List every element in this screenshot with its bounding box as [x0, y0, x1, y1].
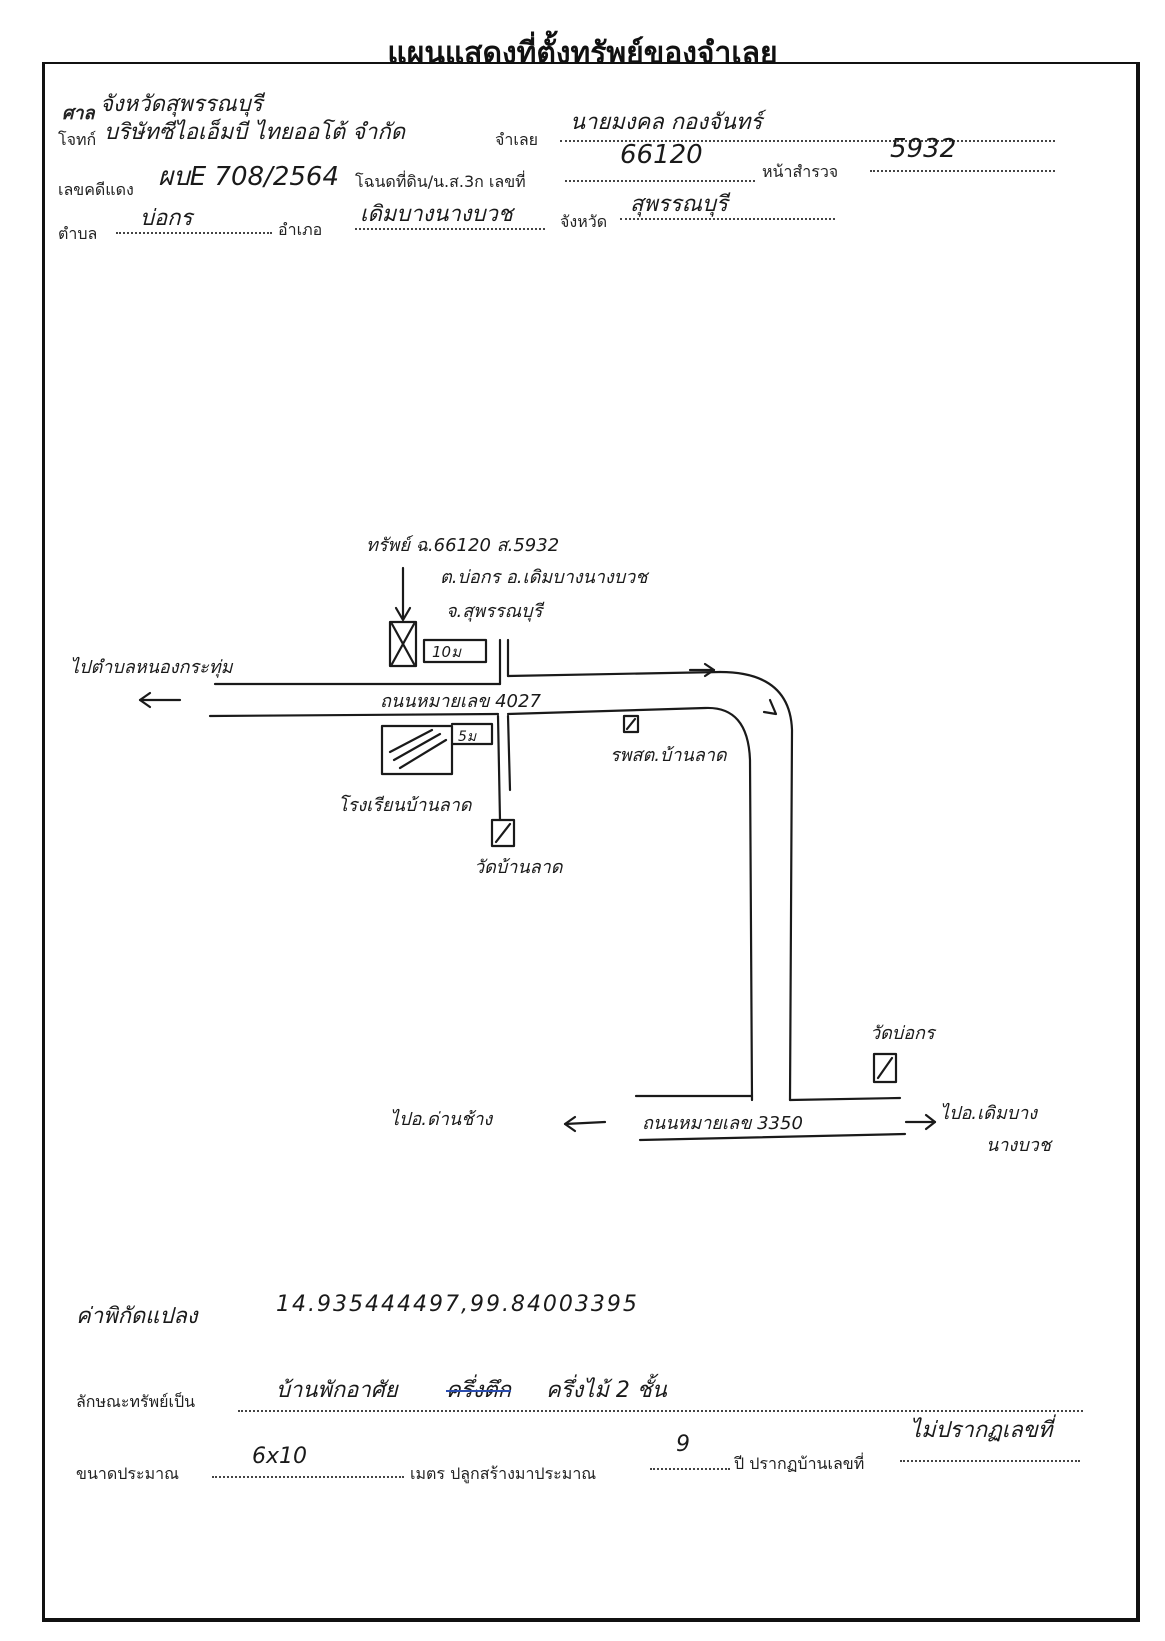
- arrow-left-bottom-line: [563, 1120, 607, 1126]
- property-type-struck: ครึ่งตึก: [446, 1378, 511, 1403]
- to-doem-bang-label-2: นางบวช: [986, 1135, 1051, 1156]
- property-type-dots: [238, 1410, 1083, 1412]
- school-building: [380, 724, 454, 776]
- property-note-line1: ทรัพย์ ฉ.66120 ส.5932: [366, 535, 560, 556]
- school-label: โรงเรียนบ้านลาด: [338, 795, 472, 816]
- house-no-value: ไม่ปรากฏเลขที่: [910, 1418, 1053, 1443]
- road-4027-bottom-left-edge: [208, 712, 500, 718]
- page-title: แผนแสดงที่ตั้งทรัพย์ของจำเลย: [387, 36, 778, 71]
- size-dots: [212, 1476, 404, 1478]
- to-left-top-label: ไปตำบลหนองกระทุ่ม: [70, 657, 233, 678]
- court-value: จังหวัดสุพรรณบุรี: [100, 92, 263, 117]
- health-center-marker: [622, 714, 640, 734]
- plaintiff-label: โจทก์: [58, 130, 97, 149]
- defendant-value: นายมงคล กองจันทร์: [570, 110, 763, 135]
- size-label: ขนาดประมาณ: [76, 1464, 179, 1483]
- coords-label: ค่าพิกัดแปลง: [76, 1304, 198, 1329]
- province-value: สุพรรณบุรี: [630, 192, 728, 217]
- side-lane-bottom-right: [506, 714, 512, 792]
- property-note-line3: จ.สุพรรณบุรี: [446, 601, 543, 622]
- health-center-label: รพสต.บ้านลาด: [610, 745, 727, 766]
- house-no-dots: [900, 1460, 1080, 1462]
- side-lane-bottom-left: [496, 714, 502, 822]
- deed-label: โฉนดที่ดิน/น.ส.3ก เลขที่: [355, 172, 526, 191]
- case-label: เลขคดีแดง: [58, 180, 134, 199]
- property-note-line2: ต.บ่อกร อ.เดิมบางนางบวช: [440, 567, 648, 588]
- subdistrict-dots: [116, 232, 272, 234]
- property-type-b: ครึ่งไม้ 2 ชั้น: [546, 1378, 667, 1403]
- deed-dots: [565, 180, 755, 182]
- coords-value: 14.935444497,99.84003395: [276, 1292, 639, 1317]
- subdistrict-label: ตำบล: [58, 224, 98, 243]
- plaintiff-value: บริษัทซีไอเอ็มบี ไทยออโต้ จำกัด: [104, 120, 406, 145]
- year-label: ปี ปรากฏบ้านเลขที่: [734, 1454, 865, 1473]
- deed-value: 66120: [620, 140, 703, 170]
- district-dots: [355, 228, 545, 230]
- survey-value: 5932: [890, 134, 957, 164]
- years-value: 9: [676, 1432, 690, 1457]
- meter-label: เมตร ปลูกสร้างมาประมาณ: [410, 1464, 597, 1483]
- subdistrict-value: บ่อกร: [140, 206, 193, 231]
- province-label: จังหวัด: [560, 212, 608, 231]
- defendant-label: จำเลย: [495, 130, 539, 149]
- temple-bo-kon-marker: [872, 1052, 898, 1084]
- to-doem-bang-label: ไปอ.เดิมบาง: [940, 1103, 1038, 1124]
- road-bend-inner-edge: [506, 706, 754, 1102]
- document-frame: [42, 62, 1140, 1622]
- distance-5m-box: [450, 722, 494, 746]
- property-marker: [388, 620, 418, 668]
- district-value: เดิมบางนางบวช: [360, 202, 513, 227]
- temple-ban-lad-marker: [490, 818, 516, 848]
- distance-10m-box: [422, 638, 488, 664]
- property-type-label: ลักษณะทรัพย์เป็น: [76, 1392, 196, 1411]
- road-bend-outer-edge: [718, 670, 794, 1102]
- road-3350-bottom: [638, 1132, 907, 1142]
- road-4027-top-right-edge: [506, 670, 722, 678]
- size-value: 6x10: [252, 1444, 308, 1469]
- road-3350-label: ถนนหมายเลข 3350: [642, 1113, 803, 1134]
- temple-bo-kon-label: วัดบ่อกร: [870, 1023, 935, 1044]
- survey-label: หน้าสำรวจ: [762, 162, 839, 181]
- case-value: ผบE 708/2564: [158, 162, 339, 192]
- survey-dots: [870, 170, 1055, 172]
- province-dots: [620, 218, 835, 220]
- to-dan-chang-label: ไปอ.ด่านช้าง: [390, 1109, 493, 1130]
- road-4027-label: ถนนหมายเลข 4027: [380, 691, 541, 712]
- district-label: อำเภอ: [278, 220, 323, 239]
- defendant-dots: [560, 140, 1055, 142]
- years-dots: [650, 1468, 730, 1470]
- distance-10m-label: 10ม: [432, 643, 461, 661]
- property-type-a: บ้านพักอาศัย: [276, 1378, 398, 1403]
- road-3350-top-right: [788, 1096, 902, 1102]
- distance-5m-label: 5ม: [458, 729, 477, 745]
- court-label: ศาล: [62, 103, 95, 124]
- temple-ban-lad-label: วัดบ้านลาด: [474, 857, 563, 878]
- arrow-left-top-head: [138, 691, 152, 709]
